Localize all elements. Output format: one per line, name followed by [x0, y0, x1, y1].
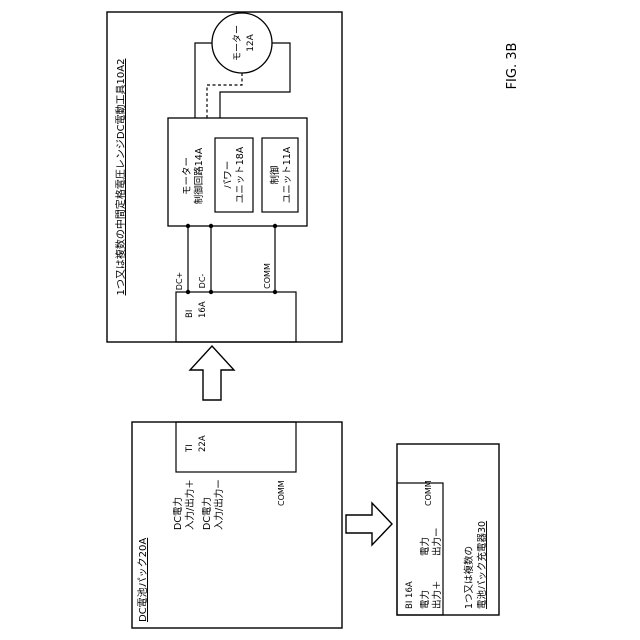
- power-unit-label-line1: パワー: [223, 161, 234, 190]
- charger-interface-label: BI 16A: [405, 581, 415, 609]
- charger-power-plus-line2: 出力＋: [431, 580, 443, 609]
- charger-group: BI 16A 電力 出力＋ 電力 出力ー COMM 1つ又は複数の 電池パック充…: [397, 444, 499, 615]
- charger-title-line2: 電池パック充電器30: [476, 521, 488, 609]
- power-unit-box: [215, 138, 253, 212]
- tool-interface-label-line1: BI: [185, 310, 195, 318]
- battery-interface-label-line2: 22A: [198, 435, 208, 452]
- control-unit-label-line1: 制御: [269, 165, 281, 184]
- right-arrow: [346, 503, 392, 545]
- power-unit-label-line2: ユニット18A: [235, 146, 246, 203]
- charger-power-minus-line2: 出力ー: [431, 527, 443, 556]
- charger-power-minus-line1: 電力: [419, 537, 431, 556]
- up-arrow: [190, 346, 234, 400]
- battery-pack-group: DC電池パック20A TI 22A DC電力 入力/出力＋ DC電力 入力/出力…: [132, 422, 342, 628]
- battery-pack-title: DC電池パック20A: [136, 538, 149, 622]
- power-tool-group: 1つ又は複数の中間定格電圧レンジDC電動工具10A2 モーター 12A モーター…: [107, 12, 342, 342]
- battery-dc-plus-line1: DC電力: [172, 497, 184, 530]
- battery-comm-label: COMM: [277, 480, 286, 506]
- power-tool-title: 1つ又は複数の中間定格電圧レンジDC電動工具10A2: [114, 59, 127, 296]
- terminal-dc-plus: DC+: [175, 272, 184, 290]
- battery-interface-label-line1: TI: [185, 444, 195, 453]
- tool-interface-label-line2: 16A: [198, 301, 208, 318]
- charger-title-line1: 1つ又は複数の: [463, 546, 475, 609]
- battery-dc-minus-line2: 入力/出力ー: [213, 479, 225, 530]
- motor-number: 12A: [246, 33, 256, 51]
- control-unit-label-line2: ユニット11A: [282, 146, 293, 203]
- battery-dc-minus-line1: DC電力: [201, 497, 213, 530]
- terminal-comm: COMM: [263, 263, 272, 289]
- control-circuit-label-line2: 制御回路14A: [193, 147, 205, 204]
- charger-power-plus-line1: 電力: [419, 590, 431, 609]
- figure-label: FIG. 3B: [505, 43, 520, 90]
- battery-pack-box: [132, 422, 342, 628]
- control-circuit-label-line1: モーター: [182, 157, 193, 195]
- charger-comm-label: COMM: [424, 480, 433, 506]
- battery-dc-plus-line2: 入力/出力＋: [184, 479, 196, 530]
- terminal-dc-minus: DC-: [198, 274, 207, 289]
- motor-label: モーター: [232, 25, 243, 61]
